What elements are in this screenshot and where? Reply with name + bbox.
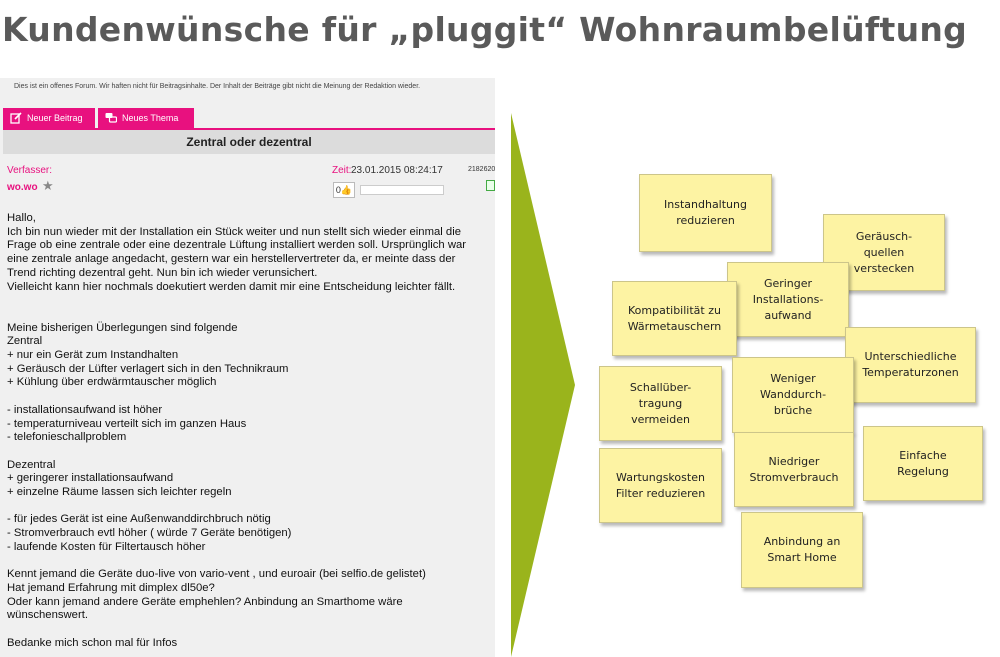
note-temperaturzonen: Unterschiedliche Temperaturzonen <box>845 327 976 403</box>
post-id: 2182620 <box>468 166 495 173</box>
note-smart-home: Anbindung an Smart Home <box>741 512 863 588</box>
new-topic-tab[interactable]: Neues Thema <box>98 108 194 128</box>
speech-bubbles-icon <box>105 113 117 123</box>
post-body: Hallo, Ich bin nun wieder mit der Instal… <box>7 212 467 649</box>
post-time: 23.01.2015 08:24:17 <box>351 165 443 176</box>
note-instandhaltung: Instandhaltung reduzieren <box>639 174 772 252</box>
note-wartungskosten: Wartungskosten Filter reduzieren <box>599 448 722 523</box>
note-regelung: Einfache Regelung <box>863 426 983 501</box>
author-label: Verfasser: <box>7 165 53 176</box>
author-link[interactable]: wo.wo <box>7 182 38 193</box>
arrow-right-icon <box>511 113 575 657</box>
new-topic-tab-label: Neues Thema <box>122 113 179 123</box>
topic-title: Zentral oder dezentral <box>3 128 495 154</box>
new-post-tab[interactable]: Neuer Beitrag <box>3 108 95 128</box>
note-wanddurchbrueche: Weniger Wanddurch- brüche <box>732 357 854 433</box>
like-count: 0 <box>335 185 341 195</box>
edit-icon <box>10 112 22 124</box>
new-post-tab-label: Neuer Beitrag <box>27 113 83 123</box>
star-icon: ★ <box>42 178 54 193</box>
slide-title: Kundenwünsche für „pluggit“ Wohnraumbelü… <box>2 10 968 49</box>
note-kompatibilitaet: Kompatibilität zu Wärmetauschern <box>612 281 737 356</box>
thumbs-up-icon: 👍 <box>340 185 353 195</box>
like-button[interactable]: 0👍 <box>333 182 355 198</box>
note-schalluebertragung: Schallüber- tragung vermeiden <box>599 366 722 441</box>
forum-tab-bar: Neuer Beitrag Neues Thema <box>0 108 495 128</box>
note-stromverbrauch: Niedriger Stromverbrauch <box>734 432 854 507</box>
status-badge <box>486 180 495 191</box>
time-label: Zeit: <box>332 165 352 176</box>
forum-screenshot: Dies ist ein offenes Forum. Wir haften n… <box>0 78 495 657</box>
forum-disclaimer: Dies ist ein offenes Forum. Wir haften n… <box>14 83 421 90</box>
rating-bar <box>360 185 444 195</box>
note-installationsaufwand: Geringer Installations- aufwand <box>727 262 849 337</box>
